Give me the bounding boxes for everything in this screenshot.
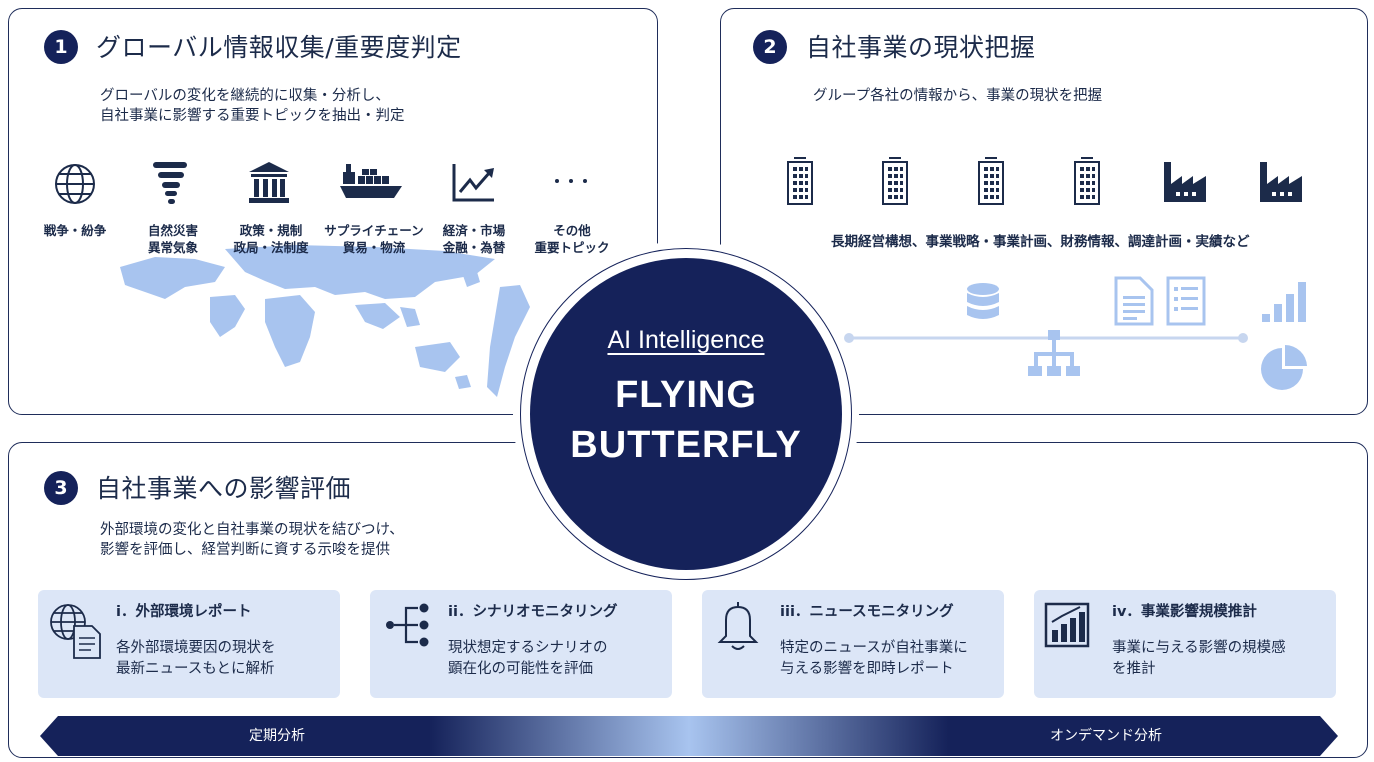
checklist-icon: [1166, 276, 1206, 326]
card-title: iii．ニュースモニタリング: [780, 604, 954, 620]
center-title-line2: BUTTERFLY: [570, 424, 802, 466]
tornado-icon: [153, 162, 187, 204]
category-war-label: 戦争・紛争: [43, 223, 107, 238]
category-policy-label: 政策・規制政局・法制度: [233, 223, 309, 255]
hierarchy-icon: [1028, 330, 1080, 376]
card-news-monitoring: iii．ニュースモニタリング 特定のニュースが自社事業に与える影響を即時レポート: [702, 590, 1004, 698]
data-flow-graphic: [844, 333, 1248, 343]
office-building-icon: [978, 157, 1004, 205]
ellipsis-icon: [555, 179, 587, 183]
step-number-1: 1: [44, 30, 78, 64]
panel1-desc-line1: グローバルの変化を継続的に収集・分析し、: [100, 88, 390, 104]
document-icon: [1114, 276, 1154, 326]
panel3-title: 自社事業への影響評価: [96, 474, 352, 503]
factory-icon: [1260, 162, 1302, 202]
panel1-desc-line2: 自社事業に影響する重要トピックを抽出・判定: [100, 108, 405, 124]
category-economy-label: 経済・市場金融・為替: [442, 223, 506, 255]
category-disaster-label: 自然災害異常気象: [147, 223, 198, 255]
center-logo: AI Intelligence FLYING BUTTERFLY: [530, 258, 842, 570]
card-text: 現状想定するシナリオの顕在化の可能性を評価: [448, 640, 608, 677]
card-title: i．外部環境レポート: [116, 604, 252, 620]
panel1-title: グローバル情報収集/重要度判定: [96, 33, 462, 62]
branch-icon: [386, 603, 429, 647]
database-icon: [967, 283, 999, 319]
growth-chart-icon: [1044, 602, 1090, 648]
panel3-desc-line1: 外部環境の変化と自社事業の現状を結びつけ、: [100, 522, 404, 538]
card-scenario-monitoring: ii．シナリオモニタリング 現状想定するシナリオの顕在化の可能性を評価: [370, 590, 672, 698]
card-text: 各外部環境要因の現状を最新ニュースもとに解析: [116, 640, 276, 677]
cargo-ship-icon: [340, 164, 402, 198]
panel2-title: 自社事業の現状把握: [806, 33, 1036, 62]
office-building-icon: [787, 157, 813, 205]
world-map-image: [120, 245, 530, 397]
card-title: iv．事業影響規模推計: [1112, 604, 1257, 620]
center-logo-ring: [520, 248, 852, 580]
on-demand-analysis-label: オンデマンド分析: [1050, 728, 1162, 744]
category-supply-chain-label: サプライチェーン貿易・物流: [324, 223, 424, 255]
center-title-line1: FLYING: [615, 374, 757, 416]
office-building-icon: [1074, 157, 1100, 205]
pie-chart-icon: [1261, 345, 1307, 390]
trend-chart-icon: [452, 164, 494, 202]
analysis-range-arrow: [40, 716, 1338, 756]
step-number-2: 2: [753, 30, 787, 64]
center-subtitle: AI Intelligence: [607, 326, 765, 354]
panel2-info-text: 長期経営構想、事業戦略・事業計画、財務情報、調達計画・実績など: [831, 234, 1250, 250]
step-number-3: 3: [44, 471, 78, 505]
globe-document-icon: [50, 604, 101, 659]
card-text: 事業に与える影響の規模感を推計: [1112, 640, 1286, 677]
card-impact-estimation: iv．事業影響規模推計 事業に与える影響の規模感を推計: [1034, 590, 1336, 698]
panel2-desc: グループ各社の情報から、事業の現状を把握: [813, 88, 1103, 104]
globe-icon: [55, 164, 95, 204]
category-other-label: その他重要トピック: [534, 223, 610, 255]
card-external-report: i．外部環境レポート 各外部環境要因の現状を最新ニュースもとに解析: [38, 590, 340, 698]
bell-icon: [717, 602, 759, 650]
bar-chart-icon: [1262, 282, 1306, 322]
factory-icon: [1164, 162, 1206, 202]
card-text: 特定のニュースが自社事業に与える影響を即時レポート: [780, 640, 968, 677]
panel3-desc-line2: 影響を評価し、経営判断に資する示唆を提供: [100, 542, 390, 558]
office-building-icon: [882, 157, 908, 205]
card-title: ii．シナリオモニタリング: [448, 604, 618, 620]
periodic-analysis-label: 定期分析: [249, 728, 305, 744]
government-building-icon: [249, 162, 289, 203]
